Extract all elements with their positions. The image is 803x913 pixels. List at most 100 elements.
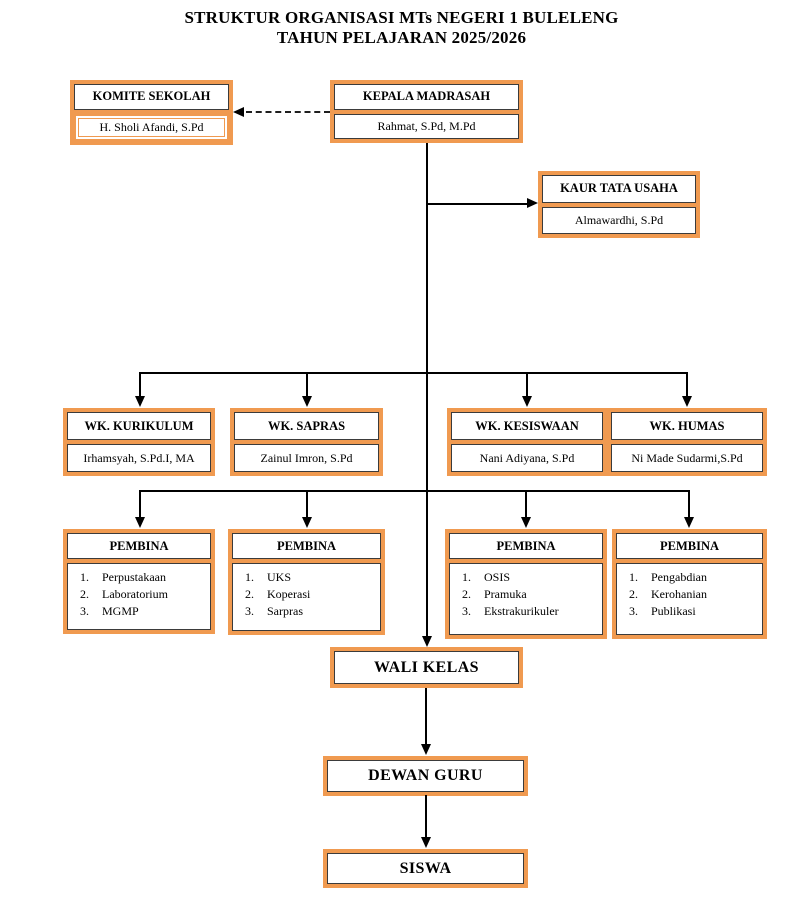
connector-drop-wk-sapras bbox=[306, 372, 308, 398]
list-item: Sarpras bbox=[245, 603, 310, 620]
arrowhead-down-pembina-4 bbox=[684, 517, 694, 528]
arrowhead-down-wk-sapras bbox=[302, 396, 312, 407]
connector-drop-pembina-1 bbox=[139, 490, 141, 518]
list-item: Publikasi bbox=[629, 603, 707, 620]
arrowhead-down-dewan-guru bbox=[421, 744, 431, 755]
node-pembina-kesiswaan: PEMBINA OSIS Pramuka Ekstrakurikuler bbox=[445, 529, 607, 639]
connector-wali-to-dewan bbox=[425, 688, 427, 745]
node-wk-kesiswaan: WK. KESISWAAN Nani Adiyana, S.Pd bbox=[447, 408, 607, 476]
list-item: Pengabdian bbox=[629, 569, 707, 586]
node-wk-kurikulum-name: Irhamsyah, S.Pd.I, MA bbox=[67, 444, 211, 472]
connector-drop-wk-kurikulum bbox=[139, 372, 141, 398]
node-dewan-guru: DEWAN GURU bbox=[323, 756, 528, 796]
node-komite-sekolah-name: H. Sholi Afandi, S.Pd bbox=[74, 113, 229, 141]
arrowhead-down-wk-kurikulum bbox=[135, 396, 145, 407]
node-pembina-sapras-title: PEMBINA bbox=[232, 533, 381, 559]
list-item: Koperasi bbox=[245, 586, 310, 603]
node-pembina-kurikulum-list: Perpustakaan Laboratorium MGMP bbox=[67, 563, 211, 630]
list-item: Kerohanian bbox=[629, 586, 707, 603]
list-item-label: Kerohanian bbox=[651, 587, 707, 601]
node-wk-sapras-title: WK. SAPRAS bbox=[234, 412, 379, 440]
connector-pembina-horizontal bbox=[140, 490, 689, 492]
node-pembina-kesiswaan-list: OSIS Pramuka Ekstrakurikuler bbox=[449, 563, 603, 635]
node-wali-kelas: WALI KELAS bbox=[330, 647, 523, 688]
list-item-number bbox=[80, 569, 102, 586]
node-siswa-title: SISWA bbox=[327, 853, 524, 884]
list-item-label: Sarpras bbox=[267, 604, 303, 618]
node-pembina-sapras: PEMBINA UKS Koperasi Sarpras bbox=[228, 529, 385, 635]
node-wk-humas-title: WK. HUMAS bbox=[611, 412, 763, 440]
list-item-label: Laboratorium bbox=[102, 587, 168, 601]
list-item-label: MGMP bbox=[102, 604, 139, 618]
chart-title-line1: STRUKTUR ORGANISASI MTs NEGERI 1 BULELEN… bbox=[184, 8, 619, 27]
list-item-number bbox=[462, 586, 484, 603]
node-kepala-madrasah: KEPALA MADRASAH Rahmat, S.Pd, M.Pd bbox=[330, 80, 523, 143]
list-item: Ekstrakurikuler bbox=[462, 603, 559, 620]
list-item-label: Koperasi bbox=[267, 587, 311, 601]
node-pembina-kurikulum: PEMBINA Perpustakaan Laboratorium MGMP bbox=[63, 529, 215, 634]
connector-drop-pembina-3 bbox=[525, 490, 527, 518]
arrowhead-down-pembina-3 bbox=[521, 517, 531, 528]
node-komite-sekolah: KOMITE SEKOLAH H. Sholi Afandi, S.Pd bbox=[70, 80, 233, 145]
arrowhead-down-pembina-2 bbox=[302, 517, 312, 528]
node-pembina-kurikulum-title: PEMBINA bbox=[67, 533, 211, 559]
node-pembina-kesiswaan-title: PEMBINA bbox=[449, 533, 603, 559]
node-wk-kurikulum: WK. KURIKULUM Irhamsyah, S.Pd.I, MA bbox=[63, 408, 215, 476]
connector-drop-pembina-2 bbox=[306, 490, 308, 518]
list-item-number bbox=[80, 603, 102, 620]
node-kaur-tata-usaha-title: KAUR TATA USAHA bbox=[542, 175, 696, 203]
node-wk-sapras: WK. SAPRAS Zainul Imron, S.Pd bbox=[230, 408, 383, 476]
list-item-number bbox=[462, 569, 484, 586]
node-pembina-sapras-list: UKS Koperasi Sarpras bbox=[232, 563, 381, 631]
node-kaur-tata-usaha-name: Almawardhi, S.Pd bbox=[542, 206, 696, 234]
list-item: UKS bbox=[245, 569, 310, 586]
connector-to-kaur bbox=[427, 203, 527, 205]
connector-drop-wk-kesiswaan bbox=[526, 372, 528, 398]
list-item-label: UKS bbox=[267, 570, 292, 584]
node-pembina-humas-list: Pengabdian Kerohanian Publikasi bbox=[616, 563, 763, 635]
node-kepala-madrasah-title: KEPALA MADRASAH bbox=[334, 84, 519, 110]
node-wali-kelas-title: WALI KELAS bbox=[334, 651, 519, 684]
list-item: OSIS bbox=[462, 569, 559, 586]
connector-drop-pembina-4 bbox=[688, 490, 690, 518]
list-item-number bbox=[629, 603, 651, 620]
node-kepala-madrasah-name: Rahmat, S.Pd, M.Pd bbox=[334, 113, 519, 139]
list-item-number bbox=[245, 569, 267, 586]
list-item-number bbox=[462, 603, 484, 620]
node-wk-kurikulum-title: WK. KURIKULUM bbox=[67, 412, 211, 440]
list-item-label: Ekstrakurikuler bbox=[484, 604, 559, 618]
list-item: Perpustakaan bbox=[80, 569, 168, 586]
node-pembina-humas: PEMBINA Pengabdian Kerohanian Publikasi bbox=[612, 529, 767, 639]
connector-wk-horizontal bbox=[140, 372, 688, 374]
list-item-number bbox=[245, 586, 267, 603]
node-komite-sekolah-title: KOMITE SEKOLAH bbox=[74, 84, 229, 110]
list-item: Laboratorium bbox=[80, 586, 168, 603]
arrowhead-down-wk-kesiswaan bbox=[522, 396, 532, 407]
node-dewan-guru-title: DEWAN GURU bbox=[327, 760, 524, 792]
connector-kepala-main-vertical bbox=[426, 143, 428, 637]
arrowhead-down-wk-humas bbox=[682, 396, 692, 407]
list-item-label: OSIS bbox=[484, 570, 511, 584]
node-wk-humas-name: Ni Made Sudarmi,S.Pd bbox=[611, 444, 763, 472]
arrowhead-down-siswa bbox=[421, 837, 431, 848]
list-item-label: Pramuka bbox=[484, 587, 527, 601]
arrowhead-left-komite bbox=[233, 107, 244, 117]
list-item-number bbox=[245, 603, 267, 620]
node-wk-sapras-name: Zainul Imron, S.Pd bbox=[234, 444, 379, 472]
connector-kepala-to-komite-dashed bbox=[246, 111, 330, 113]
node-wk-kesiswaan-title: WK. KESISWAAN bbox=[451, 412, 603, 440]
list-item-label: Pengabdian bbox=[651, 570, 707, 584]
chart-title-line2: TAHUN PELAJARAN 2025/2026 bbox=[276, 28, 527, 47]
list-item-number bbox=[629, 586, 651, 603]
connector-drop-wk-humas bbox=[686, 372, 688, 398]
node-kaur-tata-usaha: KAUR TATA USAHA Almawardhi, S.Pd bbox=[538, 171, 700, 238]
list-item-label: Perpustakaan bbox=[102, 570, 166, 584]
connector-dewan-to-siswa bbox=[425, 795, 427, 838]
arrowhead-right-kaur bbox=[527, 198, 538, 208]
list-item: MGMP bbox=[80, 603, 168, 620]
arrowhead-down-pembina-1 bbox=[135, 517, 145, 528]
arrowhead-down-wali-kelas bbox=[422, 636, 432, 647]
list-item-label: Publikasi bbox=[651, 604, 696, 618]
list-item-number bbox=[629, 569, 651, 586]
